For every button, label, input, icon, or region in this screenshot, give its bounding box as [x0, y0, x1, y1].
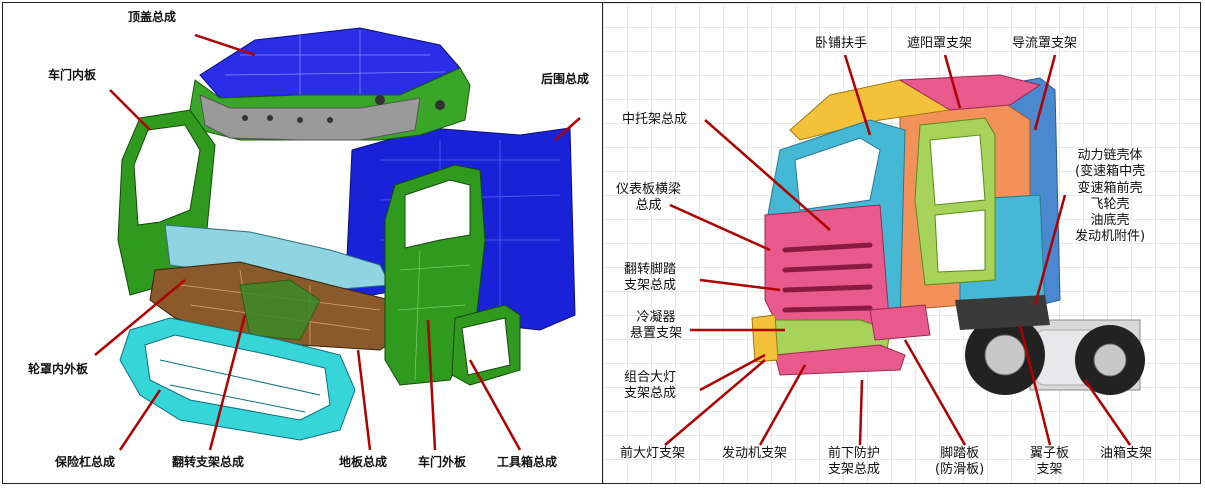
cab-exploded-view: [94, 27, 581, 451]
label-sleeper-handle: 卧铺扶手: [815, 36, 868, 51]
label-door-outer: 车门外板: [418, 455, 467, 469]
label-condenser: 冷凝器 悬置支架: [630, 310, 683, 342]
label-tilt-frame: 翻转支架总成: [172, 455, 245, 469]
label-powertrain: 动力链壳体 (变速箱中壳 变速箱前壳 飞轮壳 油底壳 发动机附件): [1075, 148, 1146, 245]
label-lamp-bracket: 组合大灯 支架总成: [624, 370, 677, 402]
label-dash-beam: 仪表板横梁 总成: [616, 182, 682, 214]
label-deflector-bracket: 导流罩支架: [1012, 36, 1078, 51]
label-headlamp: 前大灯支架: [620, 446, 686, 461]
label-fender-bracket: 翼子板 支架: [1030, 446, 1070, 478]
label-floor: 地板总成: [339, 455, 388, 469]
right-leader-lines: [664, 54, 1132, 446]
label-sunvisor-bracket: 遮阳罩支架: [907, 36, 973, 51]
label-toolbox: 工具箱总成: [497, 455, 558, 469]
label-roof: 顶盖总成: [128, 10, 177, 24]
label-front-lower: 前下防护 支架总成: [828, 446, 881, 478]
panel-divider: [602, 2, 603, 484]
label-step-plate: 脚踏板 (防滑板): [935, 446, 985, 478]
label-door-inner: 车门内板: [48, 68, 97, 82]
label-engine-bracket: 发动机支架: [722, 446, 788, 461]
label-tilt-step: 翻转脚踏 支架总成: [624, 262, 677, 294]
label-tank-bracket: 油箱支架: [1100, 446, 1153, 461]
label-bumper: 保险杠总成: [55, 455, 116, 469]
left-leader-lines: [94, 33, 581, 451]
label-mid-bracket: 中托架总成: [622, 112, 688, 127]
label-wheel-house: 轮罩内外板: [28, 362, 89, 376]
label-rear-wall: 后围总成: [541, 72, 590, 86]
